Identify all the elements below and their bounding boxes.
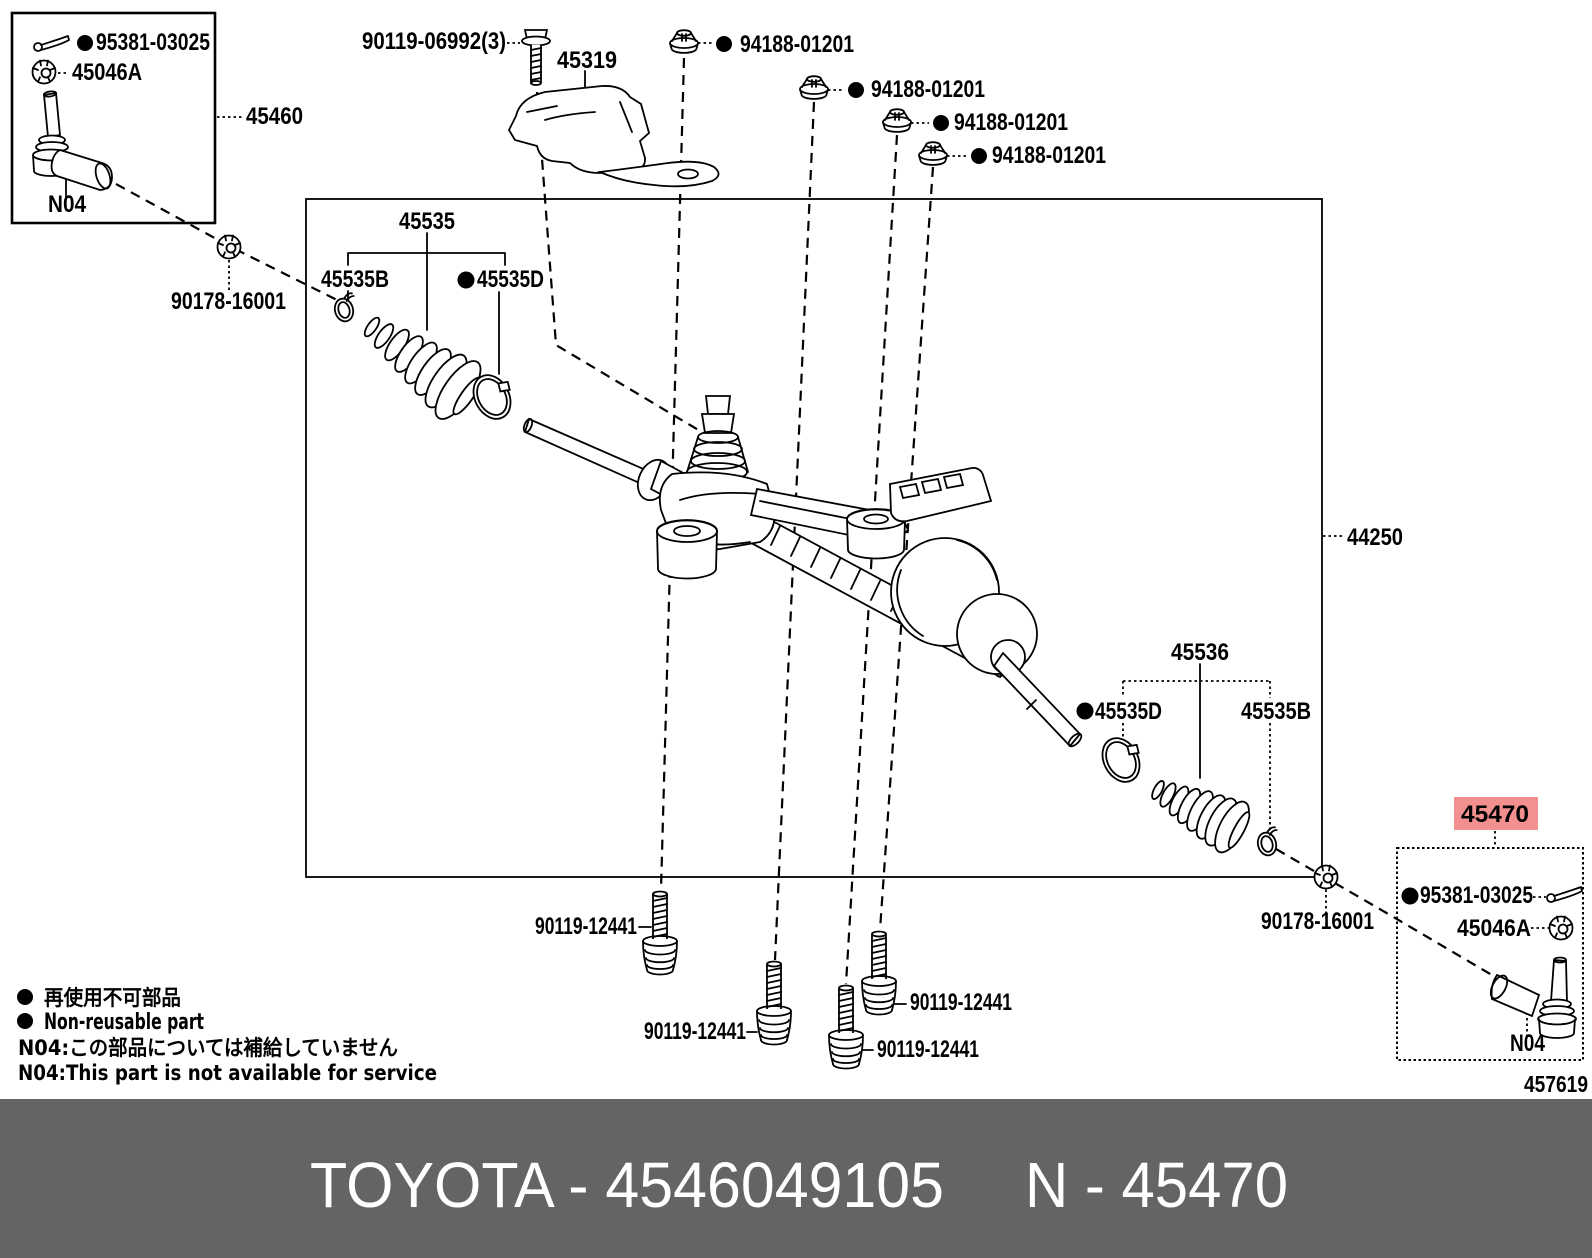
part-label-44250[interactable]: 44250 bbox=[1347, 524, 1403, 551]
non-reusable-bullets bbox=[77, 35, 1419, 905]
left-tie-rod-art bbox=[32, 90, 113, 191]
footer-catalog-code: TOYOTA - 4546049105 bbox=[310, 1149, 944, 1221]
right-clip-icon bbox=[1094, 728, 1152, 790]
left-assembly-box bbox=[10, 11, 217, 225]
castle-nut-right-icon bbox=[1548, 915, 1574, 941]
part-label-90119-06992[interactable]: 90119-06992(3) bbox=[362, 28, 506, 55]
page-ref-number: 457619 bbox=[1524, 1071, 1588, 1097]
mount-nut-3-icon bbox=[882, 108, 912, 133]
leader-lines bbox=[58, 42, 1549, 1051]
part-label-45535B-right[interactable]: 45535B bbox=[1241, 698, 1311, 725]
part-label-90119-12441-3[interactable]: 90119-12441 bbox=[877, 1036, 979, 1063]
castle-nut-icon bbox=[31, 59, 57, 85]
part-label-94188-01201-4[interactable]: 94188-01201 bbox=[992, 142, 1106, 169]
footer-part-code: N - 45470 bbox=[1025, 1149, 1288, 1221]
legend-note-jp: N04:この部品については補給していません bbox=[18, 1036, 398, 1060]
mount-bolt-2-icon bbox=[756, 960, 792, 1046]
legend-nonreusable-jp: 再使用不可部品 bbox=[44, 986, 181, 1010]
bullet-icon bbox=[457, 271, 475, 289]
footer-bar: TOYOTA - 4546049105 N - 45470 bbox=[0, 1099, 1592, 1258]
part-label-94188-01201-1[interactable]: 94188-01201 bbox=[740, 31, 854, 58]
part-label-90119-12441-2[interactable]: 90119-12441 bbox=[644, 1018, 746, 1045]
right-tie-rod-art bbox=[1489, 956, 1577, 1039]
right-boot-art bbox=[1094, 728, 1284, 859]
left-clamp-icon bbox=[330, 291, 361, 325]
mount-nut-2-icon bbox=[799, 75, 829, 100]
mount-bolt-3-icon bbox=[828, 984, 864, 1070]
part-label-95381-03025-right[interactable]: 95381-03025 bbox=[1420, 882, 1533, 909]
part-label-45046A-left[interactable]: 45046A bbox=[72, 59, 142, 86]
part-label-90119-12441-1[interactable]: 90119-12441 bbox=[535, 913, 637, 940]
bullet-icon bbox=[1076, 702, 1094, 720]
legend-note-en: N04:This part is not available for servi… bbox=[18, 1061, 437, 1085]
part-label-45460[interactable]: 45460 bbox=[246, 103, 303, 130]
bullet-icon bbox=[17, 989, 33, 1005]
footer-background bbox=[0, 1099, 1592, 1258]
legend-nonreusable-en: Non-reusable part bbox=[44, 1010, 204, 1035]
mount-nut-1-icon bbox=[669, 29, 699, 54]
bullet-icon bbox=[933, 115, 949, 131]
cotter-pin-icon bbox=[33, 35, 70, 52]
part-label-45535B-left[interactable]: 45535B bbox=[321, 266, 389, 293]
part-label-45046A-right[interactable]: 45046A bbox=[1457, 915, 1531, 942]
right-clamp-icon bbox=[1253, 825, 1284, 859]
bracket-bolt-icon bbox=[521, 29, 551, 86]
rack-lock-nut-left-icon bbox=[216, 234, 242, 260]
bullet-icon bbox=[1401, 887, 1419, 905]
highlight-background bbox=[1454, 797, 1538, 830]
left-boot-art bbox=[330, 291, 523, 427]
part-label-45535[interactable]: 45535 bbox=[399, 208, 455, 235]
bracket-45319-art bbox=[507, 85, 720, 188]
bullet-icon bbox=[17, 1013, 33, 1029]
part-label-94188-01201-3[interactable]: 94188-01201 bbox=[954, 109, 1068, 136]
mount-bolt-1-icon bbox=[642, 890, 678, 976]
note-N04-right: N04 bbox=[1510, 1030, 1546, 1057]
bullet-icon bbox=[848, 82, 864, 98]
right-assembly-box bbox=[1396, 847, 1584, 1061]
steering-gear-art bbox=[522, 395, 1083, 748]
part-label-90119-12441-4[interactable]: 90119-12441 bbox=[910, 989, 1012, 1016]
part-label-45319[interactable]: 45319 bbox=[557, 47, 617, 74]
part-label-45535D-left[interactable]: 45535D bbox=[477, 266, 544, 293]
rack-lock-nut-right-icon bbox=[1313, 864, 1339, 890]
mount-bolt-4-icon bbox=[861, 930, 897, 1016]
part-label-90178-16001-right[interactable]: 90178-16001 bbox=[1261, 908, 1374, 935]
cotter-pin-right-icon bbox=[1546, 886, 1583, 903]
part-label-95381-03025-left[interactable]: 95381-03025 bbox=[96, 29, 210, 56]
bullet-icon bbox=[971, 148, 987, 164]
bullet-icon bbox=[77, 35, 93, 51]
part-label-90178-16001-left[interactable]: 90178-16001 bbox=[171, 288, 286, 315]
gear-assembly-box bbox=[305, 198, 1323, 878]
mount-nut-4-icon bbox=[918, 141, 948, 166]
part-label-94188-01201-2[interactable]: 94188-01201 bbox=[871, 76, 985, 103]
legend: 再使用不可部品 Non-reusable part N04:この部品については補… bbox=[17, 986, 437, 1085]
note-N04-left: N04 bbox=[48, 191, 87, 218]
bullet-icon bbox=[716, 36, 732, 52]
highlighted-part-45470[interactable]: 45470 bbox=[1454, 797, 1538, 830]
part-label-45535D-right[interactable]: 45535D bbox=[1095, 698, 1162, 725]
part-label-45536[interactable]: 45536 bbox=[1171, 639, 1229, 666]
part-label-45470[interactable]: 45470 bbox=[1461, 801, 1529, 828]
